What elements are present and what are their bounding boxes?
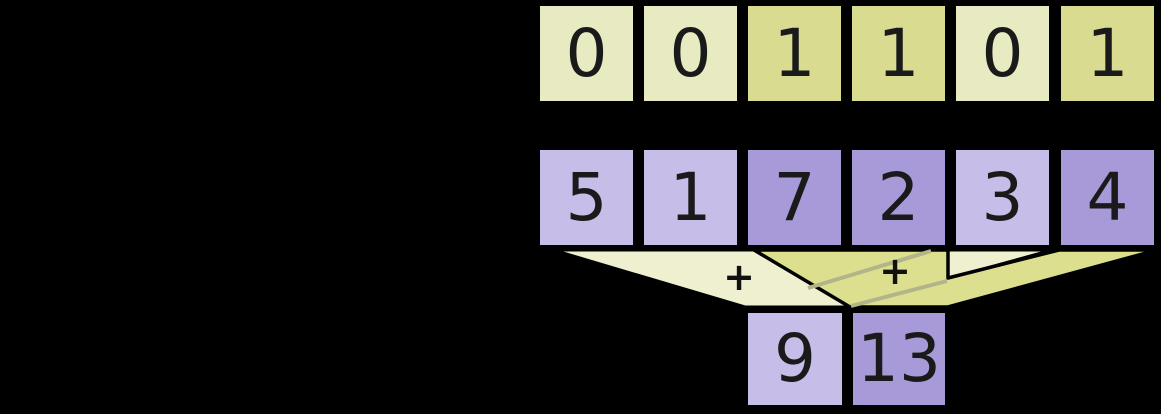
result-cell-left: 9 (745, 310, 845, 408)
value-cell-1: 5 (537, 147, 636, 248)
value-cell-3: 7 (745, 147, 844, 248)
mask-cell-2: 0 (641, 3, 740, 104)
mask-cell-1: 0 (537, 3, 636, 104)
value-cell-2: 1 (641, 147, 740, 248)
value-cell-4: 2 (849, 147, 948, 248)
plus-sign-right: + (879, 249, 911, 293)
mask-cell-4: 1 (849, 3, 948, 104)
mask-cell-5: 0 (953, 3, 1052, 104)
value-cell-5: 3 (953, 147, 1052, 248)
result-cell-right: 13 (850, 310, 948, 408)
plus-sign-left: + (723, 255, 755, 299)
value-cell-6: 4 (1058, 147, 1157, 248)
overlap-stripe-1 (807, 249, 932, 290)
mask-cell-6: 1 (1058, 3, 1157, 104)
funnel-dark-ribbon (752, 248, 1159, 309)
mask-cell-3: 1 (745, 3, 844, 104)
overlap-stripe-2 (850, 279, 948, 308)
